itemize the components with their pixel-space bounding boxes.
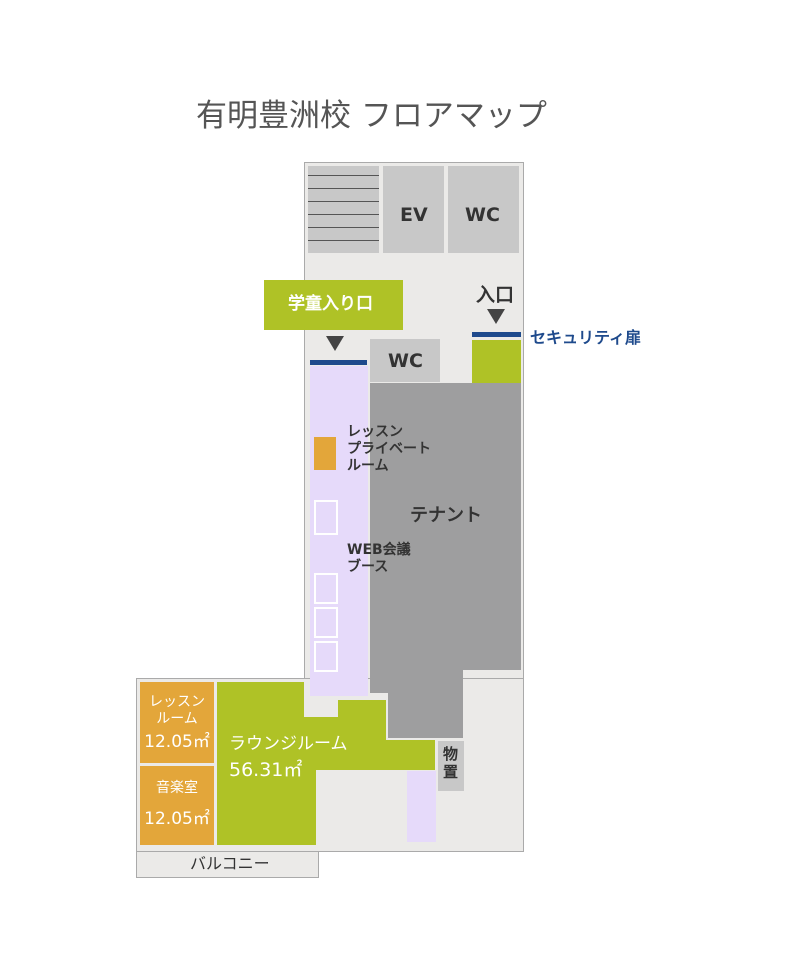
web-booth-label: WEB会議 ブース (347, 542, 411, 575)
restroom-second (370, 339, 440, 382)
lounge-area: 56.31㎡ (229, 759, 303, 781)
lesson-room-label: レッスン ルーム (149, 694, 205, 727)
restroom-second-label: WC (388, 350, 423, 372)
child-entrance-arrow-icon (326, 336, 344, 351)
lesson-room (140, 682, 214, 763)
music-room-area: 12.05㎡ (144, 809, 210, 829)
storage (438, 741, 464, 791)
web-booth[interactable] (314, 641, 338, 672)
restroom-top-label: WC (465, 204, 500, 226)
child-entrance-sign (264, 280, 403, 330)
security-door (472, 332, 521, 337)
lounge-label: ラウンジルーム (229, 734, 348, 754)
elevator (383, 166, 444, 253)
entrance-arrow-icon (487, 309, 505, 324)
child-entrance-label: 学童入り口 (288, 294, 373, 314)
lounge-shape (217, 682, 435, 845)
tenant-shape (370, 383, 521, 738)
web-booth[interactable] (314, 607, 338, 638)
stairs (308, 166, 379, 253)
page-title: 有明豊洲校 フロアマップ (196, 98, 547, 134)
web-booth[interactable] (314, 500, 338, 535)
private-lesson-label: レッスン プライベート ルーム (347, 424, 431, 474)
music-room (140, 766, 214, 845)
child-entrance-door (310, 360, 367, 365)
elevator-label: EV (400, 204, 428, 226)
lower-corridor (407, 771, 436, 842)
storage-label: 物 置 (443, 745, 459, 781)
tenant-label: テナント (410, 505, 482, 526)
balcony-label: バルコニー (190, 854, 270, 873)
balcony (136, 851, 319, 878)
entrance-hall (472, 340, 521, 383)
private-lesson-room (314, 437, 336, 470)
music-room-label: 音楽室 (156, 780, 198, 796)
restroom-top (448, 166, 519, 253)
web-booth[interactable] (314, 573, 338, 604)
entrance-label: 入口 (476, 284, 515, 306)
security-door-label: セキュリティ扉 (530, 328, 642, 347)
lesson-room-area: 12.05㎡ (144, 732, 210, 752)
